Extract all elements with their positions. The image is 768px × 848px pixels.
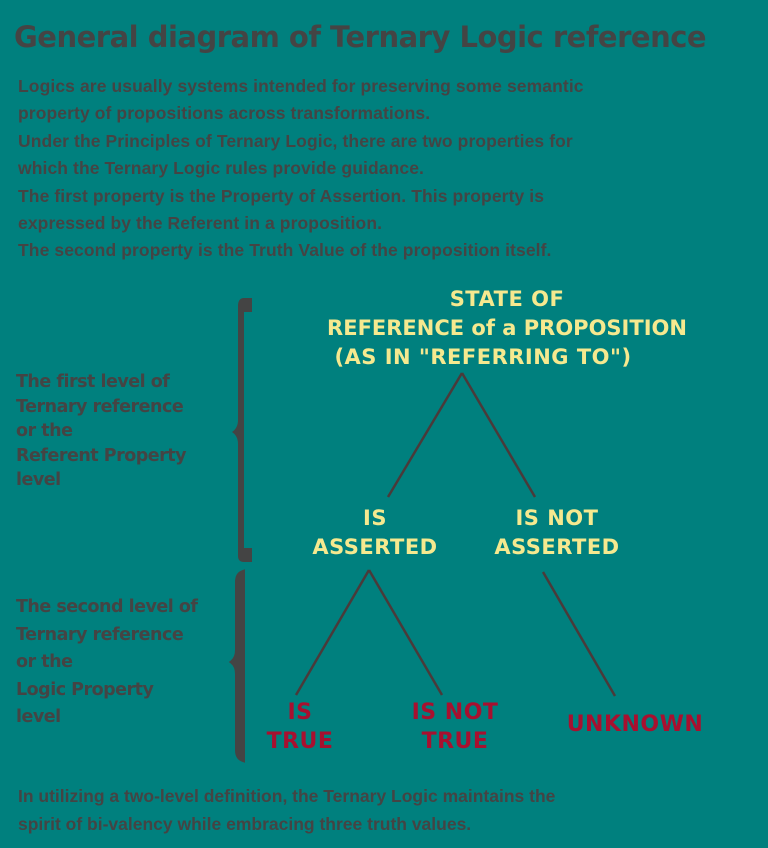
- node-line: UNKNOWN: [566, 712, 704, 737]
- label-line: Referent Property: [16, 445, 187, 466]
- node-is-true: IS TRUE: [250, 698, 350, 756]
- connector-line: [460, 372, 537, 498]
- first-level-bracket-icon: [232, 298, 252, 562]
- node-line: IS NOT: [515, 506, 599, 530]
- intro-line: which the Ternary Logic rules provide gu…: [18, 158, 424, 179]
- label-line: The first level of: [16, 372, 170, 392]
- label-line: or the: [16, 421, 73, 441]
- connector-line: [541, 571, 617, 697]
- second-level-bracket-icon: [228, 569, 245, 763]
- first-level-label: The first level of Ternary reference or …: [16, 370, 187, 493]
- node-line: TRUE: [421, 729, 489, 754]
- outro-paragraph: In utilizing a two-level definition, the…: [18, 782, 758, 838]
- node-is-not-asserted: IS NOT ASSERTED: [472, 504, 642, 562]
- intro-line: Under the Principles of Ternary Logic, t…: [18, 130, 573, 151]
- intro-line: The first property is the Property of As…: [18, 185, 545, 206]
- second-level-label: The second level of Ternary reference or…: [16, 594, 198, 732]
- node-line: ASSERTED: [312, 535, 438, 559]
- page-title: General diagram of Ternary Logic referen…: [14, 20, 707, 54]
- label-line: Logic Property: [16, 679, 154, 700]
- node-line: IS: [363, 506, 387, 530]
- node-line: REFERENCE of a PROPOSITION: [327, 316, 687, 340]
- node-is-asserted: IS ASSERTED: [290, 504, 460, 562]
- node-line: IS NOT: [411, 700, 499, 725]
- connector-line: [386, 372, 464, 498]
- label-line: level: [16, 470, 61, 490]
- intro-line: Logics are usually systems intended for …: [18, 76, 584, 96]
- label-line: Ternary reference: [16, 624, 184, 645]
- node-line: ASSERTED: [494, 535, 620, 559]
- outro-line: In utilizing a two-level definition, the…: [18, 786, 556, 806]
- node-line: IS: [287, 700, 313, 725]
- label-line: level: [16, 707, 61, 727]
- intro-line: expressed by the Referent in a propositi…: [18, 213, 383, 234]
- node-is-not-true: IS NOT TRUE: [395, 698, 515, 756]
- label-line: Ternary reference: [16, 396, 184, 417]
- intro-line: The second property is the Truth Value o…: [18, 240, 552, 261]
- node-unknown: UNKNOWN: [550, 710, 720, 739]
- root-node: STATE OF REFERENCE of a PROPOSITION (AS …: [262, 285, 752, 372]
- node-line: TRUE: [266, 729, 334, 754]
- intro-line: property of propositions across transfor…: [18, 103, 431, 124]
- connector-line: [367, 569, 444, 696]
- label-line: The second level of: [16, 597, 198, 617]
- outro-line: spirit of bi-valency while embracing thr…: [18, 814, 472, 834]
- label-line: or the: [16, 652, 73, 672]
- node-line: (AS IN "REFERRING TO"): [334, 345, 632, 369]
- connector-line: [294, 569, 371, 696]
- intro-paragraph: Logics are usually systems intended for …: [18, 73, 758, 265]
- node-line: STATE OF: [449, 287, 565, 311]
